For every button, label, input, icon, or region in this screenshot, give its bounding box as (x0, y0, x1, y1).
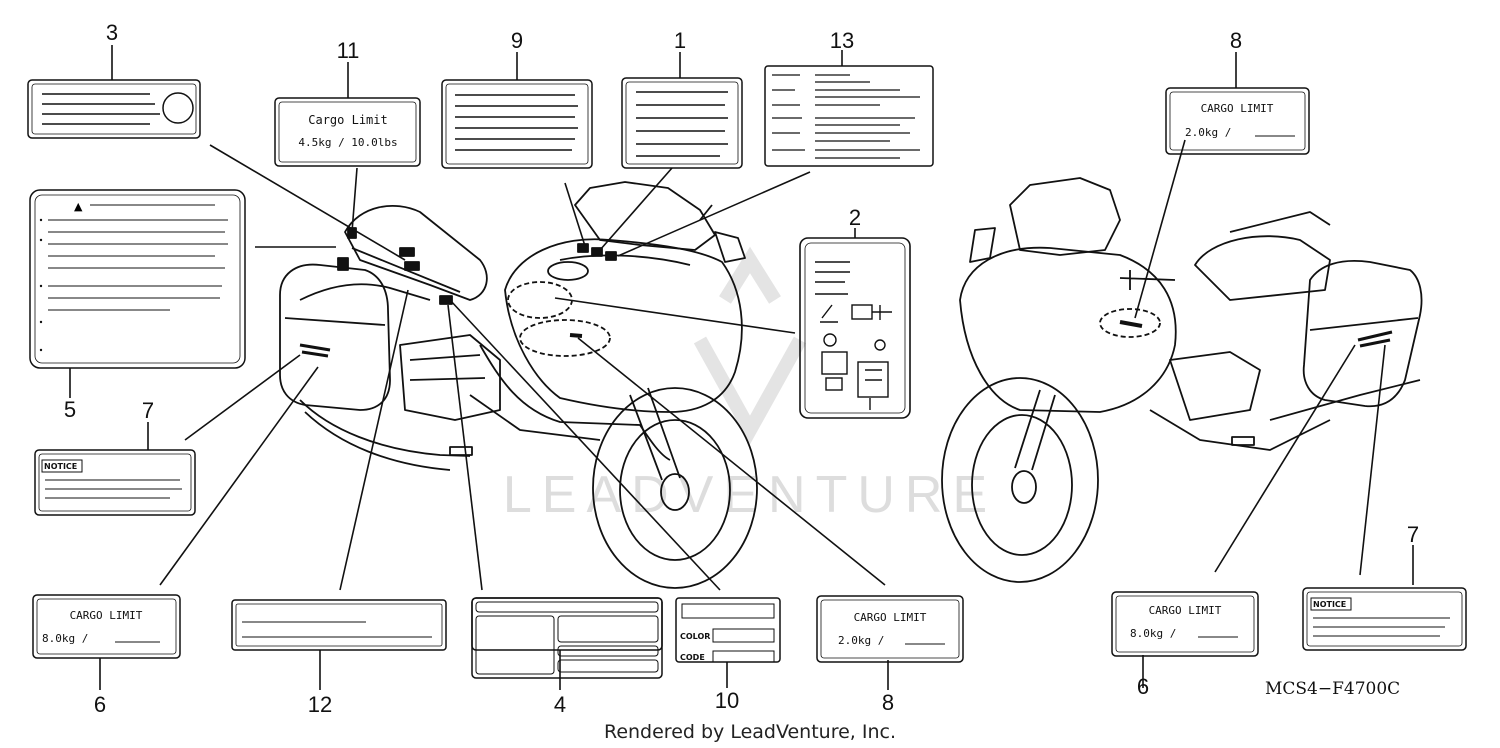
callout-7-left: 7 (142, 398, 154, 423)
callout-numbers: 3 11 9 1 13 8 2 5 7 7 6 12 4 10 8 6 (64, 20, 1419, 717)
callout-5: 5 (64, 397, 76, 422)
label-8-bottom-title: CARGO LIMIT (854, 611, 927, 624)
color-label: COLOR (680, 632, 710, 641)
callout-13: 13 (830, 28, 854, 53)
label-6-cargo-limit-right[interactable]: CARGO LIMIT 8.0kg / (1111, 591, 1259, 657)
label-2-diagram-box[interactable] (799, 237, 911, 419)
motorcycle-left-view (279, 181, 758, 589)
label-6-cargo-limit-left[interactable]: CARGO LIMIT 8.0kg / (32, 594, 181, 659)
label-11-value: 4.5kg / 10.0lbs (298, 136, 397, 149)
label-4-box[interactable] (471, 597, 663, 675)
label-6-right-value: 8.0kg / (1130, 627, 1176, 640)
notice-badge-right: NOTICE (1313, 600, 1346, 609)
callout-4: 4 (554, 692, 566, 717)
label-7-notice-left[interactable]: NOTICE (34, 449, 196, 516)
callout-12: 12 (308, 692, 332, 717)
callout-8-bottom: 8 (882, 690, 894, 715)
label-11-title: Cargo Limit (308, 113, 387, 127)
label-11-cargo-limit[interactable]: Cargo Limit 4.5kg / 10.0lbs (274, 97, 421, 167)
label-7-notice-right[interactable]: NOTICE (1302, 587, 1467, 651)
callout-6-left: 6 (94, 692, 106, 717)
label-6-left-title: CARGO LIMIT (70, 609, 143, 622)
label-3-box[interactable] (27, 79, 201, 139)
label-10-color-code[interactable]: COLOR CODE (675, 597, 781, 663)
diagram-code: MCS4−F4700C (1265, 679, 1400, 699)
footer-credit: Rendered by LeadVenture, Inc. (604, 721, 896, 743)
label-6-right-title: CARGO LIMIT (1149, 604, 1222, 617)
label-6-left-value: 8.0kg / (42, 632, 88, 645)
motorcycle-right-view (941, 177, 1423, 583)
callout-10: 10 (715, 688, 739, 713)
notice-badge-left: NOTICE (44, 462, 77, 471)
warning-triangle-icon: ▲ (74, 200, 83, 213)
label-8-bottom-value: 2.0kg / (838, 634, 884, 647)
callout-11: 11 (337, 38, 360, 63)
callout-2: 2 (849, 205, 861, 230)
callout-3: 3 (106, 20, 118, 45)
label-13-box[interactable] (764, 65, 934, 167)
leader-lines (69, 45, 1414, 690)
label-8-cargo-limit-top[interactable]: CARGO LIMIT 2.0kg / (1165, 87, 1310, 155)
label-9-box[interactable] (441, 79, 593, 169)
label-5-warning-box[interactable]: ▲ (29, 189, 246, 369)
label-8-cargo-limit-bottom[interactable]: CARGO LIMIT 2.0kg / (816, 595, 964, 663)
label-4-outline (471, 597, 663, 679)
watermark-text: LEADVENTURE (503, 466, 997, 524)
watermark-logo (693, 246, 807, 445)
label-1-box[interactable] (621, 77, 743, 169)
callout-8-top: 8 (1230, 28, 1242, 53)
label-12-box[interactable] (231, 599, 447, 651)
callout-9: 9 (511, 28, 523, 53)
callout-7-right: 7 (1407, 522, 1419, 547)
label-8-top-value: 2.0kg / (1185, 126, 1231, 139)
callout-1: 1 (674, 28, 686, 53)
code-label: CODE (680, 653, 705, 662)
callout-6-right: 6 (1137, 674, 1149, 699)
label-8-top-title: CARGO LIMIT (1201, 102, 1274, 115)
